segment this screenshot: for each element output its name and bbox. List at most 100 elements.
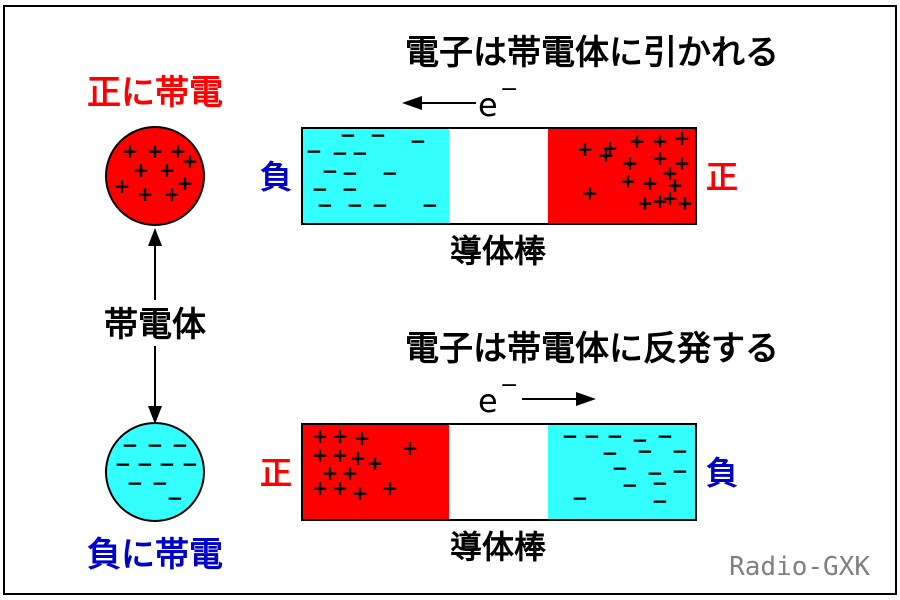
plus-sign: + [164,182,181,206]
top-rod-label: 導体棒 [450,232,547,270]
bottom-left-end-label: 正 [260,454,292,492]
plus-sign: + [312,424,329,448]
minus-sign: − [167,486,184,510]
plus-sign: + [137,182,154,206]
plus-sign: + [652,146,669,170]
minus-sign: − [652,489,669,513]
plus-sign: + [674,126,691,150]
minus-sign: − [672,439,689,463]
charged-body-label-bg [78,300,232,346]
plus-sign: + [402,436,419,460]
bottom-electron-label: e [478,382,498,420]
minus-sign: − [382,161,399,185]
minus-sign: − [372,193,389,217]
minus-sign: − [562,424,579,448]
minus-sign: − [410,129,427,153]
plus-sign: + [352,481,369,505]
plus-sign: + [677,191,694,215]
plus-sign: + [602,136,619,160]
bottom-rod-plus-charges: ++++++++++++++ [312,424,419,505]
top-right-end-label: 正 [706,158,738,196]
minus-sign: − [637,439,654,463]
top-left-end-label: 負 [260,158,292,196]
plus-sign: + [662,161,679,185]
minus-sign: − [572,486,589,510]
positive-sphere-charges: ++++++++++ [114,139,199,206]
plus-sign: + [667,173,684,197]
top-electron-arrow-head [402,96,422,110]
bottom-rod-minus-charges: −−−−−−−−−−−−−−− [562,424,689,513]
plus-sign: + [577,137,594,161]
minus-sign: − [340,123,357,147]
minus-sign: − [607,424,624,448]
top-rod-minus-charges: −−−−−−−−−−−−−−− [306,123,439,217]
minus-sign: − [342,177,359,201]
minus-sign: − [422,193,439,217]
minus-sign: − [342,161,359,185]
minus-sign: − [137,452,154,476]
negative-sphere-charges: −−−−−−−−−− [115,433,199,510]
minus-sign: − [115,452,132,476]
negative-sphere [105,422,205,522]
minus-sign: − [647,461,664,485]
minus-sign: − [622,473,639,497]
plus-sign: + [637,191,654,215]
minus-sign: − [672,459,689,483]
top-electron-label: e [478,86,498,124]
plus-sign: + [170,139,187,163]
plus-sign: + [652,129,669,153]
top-rod-positive-end [548,128,696,224]
plus-sign: + [147,139,164,163]
plus-sign: + [332,476,349,500]
bottom-rod-positive-end [302,424,449,520]
arrow-head-up [148,228,162,246]
bottom-conductor-rod [301,423,697,521]
plus-sign: + [332,443,349,467]
top-electron-sup: − [500,77,518,102]
bottom-rod-label: 導体棒 [450,528,547,566]
top-panel-title: 電子は帯電体に引かれる [405,33,779,73]
plus-sign: + [642,171,659,195]
plus-sign: + [598,143,615,167]
minus-sign: − [127,471,144,495]
plus-sign: + [322,461,339,485]
bottom-rod-middle [449,424,548,520]
negative-sphere-label: 負に帯電 [87,535,223,575]
plus-sign: + [122,139,139,163]
plus-sign: + [622,151,639,175]
minus-sign: − [122,433,139,457]
plus-sign: + [582,181,599,205]
plus-sign: + [182,149,199,173]
positive-sphere [105,126,205,226]
bottom-right-end-label: 負 [706,454,738,492]
plus-sign: + [367,451,384,475]
minus-sign: − [652,471,669,495]
minus-sign: − [147,433,164,457]
plus-sign: + [652,189,669,213]
minus-sign: − [306,139,323,163]
plus-sign: + [312,443,329,467]
plus-sign: + [342,461,359,485]
minus-sign: − [322,159,339,183]
bottom-electron-arrow-head [576,392,596,406]
minus-sign: − [159,452,176,476]
plus-sign: + [382,476,399,500]
plus-sign: + [629,129,646,153]
plus-sign: + [159,158,176,182]
plus-sign: + [312,476,329,500]
plus-sign: + [620,169,637,193]
plus-sign: + [354,426,371,450]
minus-sign: − [612,456,629,480]
minus-sign: − [370,123,387,147]
plus-sign: + [674,151,691,175]
plus-sign: + [133,158,150,182]
watermark: Radio-GXK [729,552,870,582]
minus-sign: − [657,424,674,448]
plus-sign: + [350,446,367,470]
top-rod-negative-end [302,128,449,224]
minus-sign: − [584,424,601,448]
minus-sign: − [602,441,619,465]
top-rod-plus-charges: ++++++++++++++++++ [577,126,694,215]
